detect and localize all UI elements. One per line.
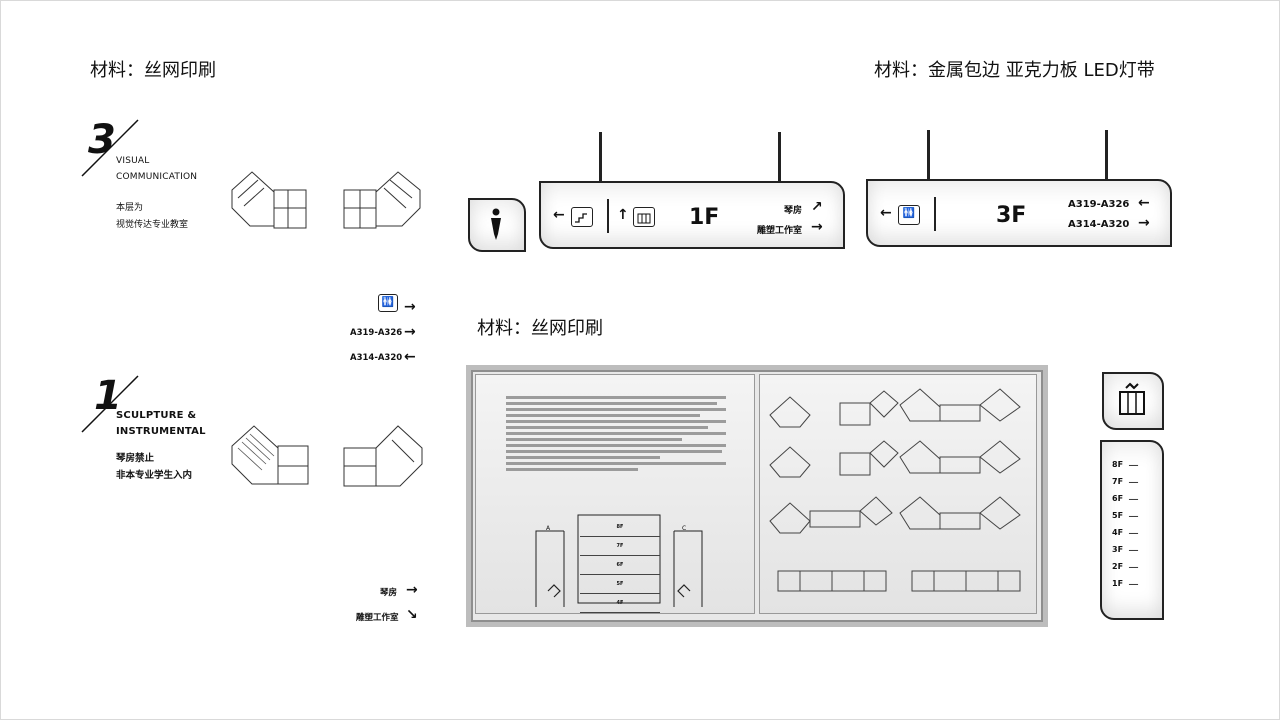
sign-1f-rod-right [778,132,781,182]
section-3-number: 3 [88,117,116,163]
notice-board: A C 8F 7F 6F 5F 4F [466,365,1048,627]
sign-1f-floor: 1F [689,205,720,230]
material-label-top-left: 材料：丝网印刷 [90,60,216,81]
plan-r1 [769,390,899,428]
board-letter-a: A [546,525,551,532]
directory-1-arrow-0: → [406,582,418,598]
sign-1f-divider [607,199,609,233]
section-1-title-line1: SCULPTURE & [116,410,197,421]
floor-plan-3-right [343,171,421,229]
board-left-panel: A C 8F 7F 6F 5F 4F [475,374,755,614]
restroom-icon: 🚻 [898,205,920,225]
sign-3f-rod-right [1105,130,1108,180]
section-1-mark: 1 [80,374,150,436]
section-1-desc: 琴房禁止 非本专业学生入内 [116,450,192,484]
board-floor-3: 5F [580,575,660,594]
sign-3f-left-arrow: ← [880,205,892,221]
floor-directory-label-0: 8F [1112,460,1124,469]
floor-directory-row-5: 3F━━━ [1112,545,1139,554]
floor-plan-3-left [231,171,307,229]
material-label-mid: 材料：丝网印刷 [477,318,603,339]
elevator-sign [1102,372,1164,430]
board-floor-1: 7F [580,537,660,556]
sign-3f-divider [934,197,936,231]
board-floor-4: 4F [580,594,660,613]
floor-directory-row-6: 2F━━━ [1112,562,1139,571]
sign-3f-rod-left [927,130,930,180]
directory-floor-1: 琴房 → 雕塑工作室 ↘ [340,580,430,630]
directory-1-arrow-1: ↘ [406,607,418,623]
board-text-block [506,393,726,474]
sign-1f-room2: 雕塑工作室 [757,226,803,236]
board-right-panel [759,374,1037,614]
sign-3f-range2: A314-A320 [1068,219,1130,230]
section-1-title: SCULPTURE & INSTRUMENTAL [116,408,206,440]
floor-directory-row-0: 8F━━━ [1112,460,1139,469]
section-3-desc: 本层为 视觉传达专业教室 [116,200,188,234]
slash-icon [81,119,139,177]
sign-1f-room1: 琴房 [784,206,803,216]
section-1-desc-line1: 琴房禁止 [116,453,155,464]
floor-directory-sign: 8F━━━ 7F━━━ 6F━━━ 5F━━━ 4F━━━ 3F━━━ 2F━━… [1100,440,1164,620]
floor-plan-1-left [231,425,309,485]
section-3-title-line1: VISUAL [116,156,150,166]
stairs-icon [571,207,593,227]
floor-directory-label-1: 7F [1112,477,1124,486]
floor-directory-row-1: 7F━━━ [1112,477,1139,486]
board-letter-c: C [682,525,687,532]
directory-3-arrow-2: ← [404,349,416,365]
directory-1-label-0: 琴房 [380,588,398,598]
floor-directory-label-7: 1F [1112,579,1124,588]
directory-floor-3: 🚻 → A319-A326 → A314-A320 ← [340,294,430,374]
directory-3-arrow-1: → [404,324,416,340]
floor-directory-row-3: 5F━━━ [1112,511,1139,520]
floor-directory-label-6: 2F [1112,562,1124,571]
floor-directory-label-2: 6F [1112,494,1124,503]
slash-icon [81,375,139,433]
section-1-number: 1 [94,373,122,419]
elevator-icon [1119,382,1145,415]
sign-1f-room1-arrow: ↗ [811,199,823,215]
hanging-sign-1f: ← ↑ 1F 琴房 ↗ 雕塑工作室 → [539,181,845,249]
section-3-title-line2: COMMUNICATION [116,172,198,182]
info-sign [468,198,526,252]
building-section-diagram [535,514,703,607]
board-floor-0: 8F [580,518,660,537]
sign-1f-up-arrow: ↑ [617,207,629,223]
board-floor-stack: 8F 7F 6F 5F 4F [580,518,660,613]
floor-directory-label-3: 5F [1112,511,1124,520]
section-3-desc-line2: 视觉传达专业教室 [116,220,189,230]
hanging-sign-3f: ← 🚻 3F A319-A326 ← A314-A320 → [866,179,1172,247]
elevator-icon [633,207,655,227]
section-3-title: VISUAL COMMUNICATION [116,153,197,185]
floor-directory-row-7: 1F━━━ [1112,579,1139,588]
board-floor-plans [769,388,1021,592]
sign-1f-room2-arrow: → [811,219,823,235]
floor-directory-row-2: 6F━━━ [1112,494,1139,503]
sign-3f-range1-arrow: ← [1138,195,1150,211]
material-label-top-right: 材料：金属包边 亚克力板 LED灯带 [874,60,1155,81]
sign-1f-left-arrow: ← [553,207,565,223]
floor-directory-label-5: 3F [1112,545,1124,554]
restroom-icon: 🚻 [378,294,398,312]
sign-1f-rod-left [599,132,602,182]
directory-3-label-2: A314-A320 [350,353,403,363]
sign-3f-floor: 3F [996,203,1027,228]
directory-3-label-1: A319-A326 [350,328,403,338]
directory-1-label-1: 雕塑工作室 [356,613,399,623]
floor-plan-1-right [343,425,423,487]
person-icon [491,208,501,240]
section-1-title-line2: INSTRUMENTAL [116,426,206,437]
section-3-desc-line1: 本层为 [116,203,144,213]
board-floor-2: 6F [580,556,660,575]
section-1-desc-line2: 非本专业学生入内 [116,470,193,481]
sign-3f-range2-arrow: → [1138,215,1150,231]
floor-directory-row-4: 4F━━━ [1112,528,1139,537]
sign-3f-range1: A319-A326 [1068,199,1130,210]
floor-directory-label-4: 4F [1112,528,1124,537]
section-3-mark: 3 [80,118,150,180]
directory-3-arrow-0: → [404,299,416,315]
